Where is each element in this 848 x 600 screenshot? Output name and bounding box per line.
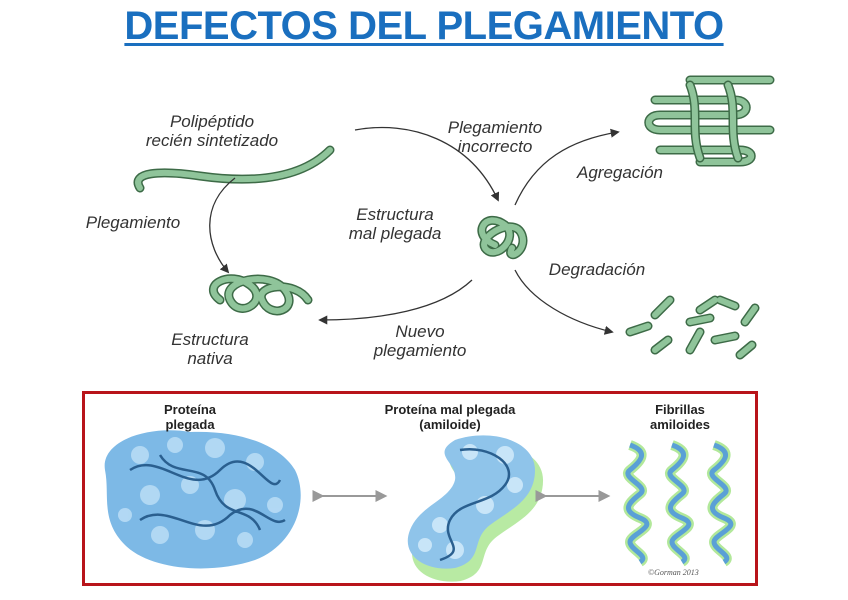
incorrect-folding-arrow: [354, 126, 500, 202]
folded-protein: [104, 430, 301, 569]
native-structure-label: Estructura nativa: [171, 330, 249, 368]
polypeptide-label: Polipéptido recién sintetizado: [145, 112, 279, 150]
native-structure-knot: [209, 274, 313, 316]
refolding-arrow: [318, 279, 473, 325]
folded-protein-caption: Proteína plegada: [163, 402, 216, 432]
polypeptide-strand: [133, 145, 335, 193]
cycle-arrows: [209, 126, 620, 335]
degradation-arrow: [514, 269, 614, 335]
amyloid-protein-caption: Proteína mal plegada (amiloide): [384, 402, 516, 432]
degradation-label: Degradación: [548, 260, 646, 279]
amyloid-protein: [407, 435, 544, 582]
aggregation-arrow: [514, 128, 620, 206]
misfolded-structure: [477, 215, 528, 259]
incorrect-folding-label: Plegamiento incorrecto: [447, 118, 543, 156]
amyloid-fibrils: [622, 440, 736, 567]
page-title-text: DEFECTOS DEL PLEGAMIENTO: [124, 4, 724, 48]
page-title: DEFECTOS DEL PLEGAMIENTO: [0, 4, 848, 49]
degraded-fragments: [625, 295, 760, 360]
refolding-label: Nuevo plegamiento: [373, 322, 467, 360]
folding-label: Plegamiento: [85, 213, 181, 232]
fibrils-caption: Fibrillas amiloides: [650, 402, 710, 432]
aggregation-label: Agregación: [576, 163, 663, 182]
folding-arrow: [209, 177, 236, 274]
aggregate-strands: [644, 75, 775, 167]
misfolded-structure-label: Estructura mal plegada: [348, 205, 442, 243]
artist-signature: ©Gorman 2013: [648, 568, 699, 577]
